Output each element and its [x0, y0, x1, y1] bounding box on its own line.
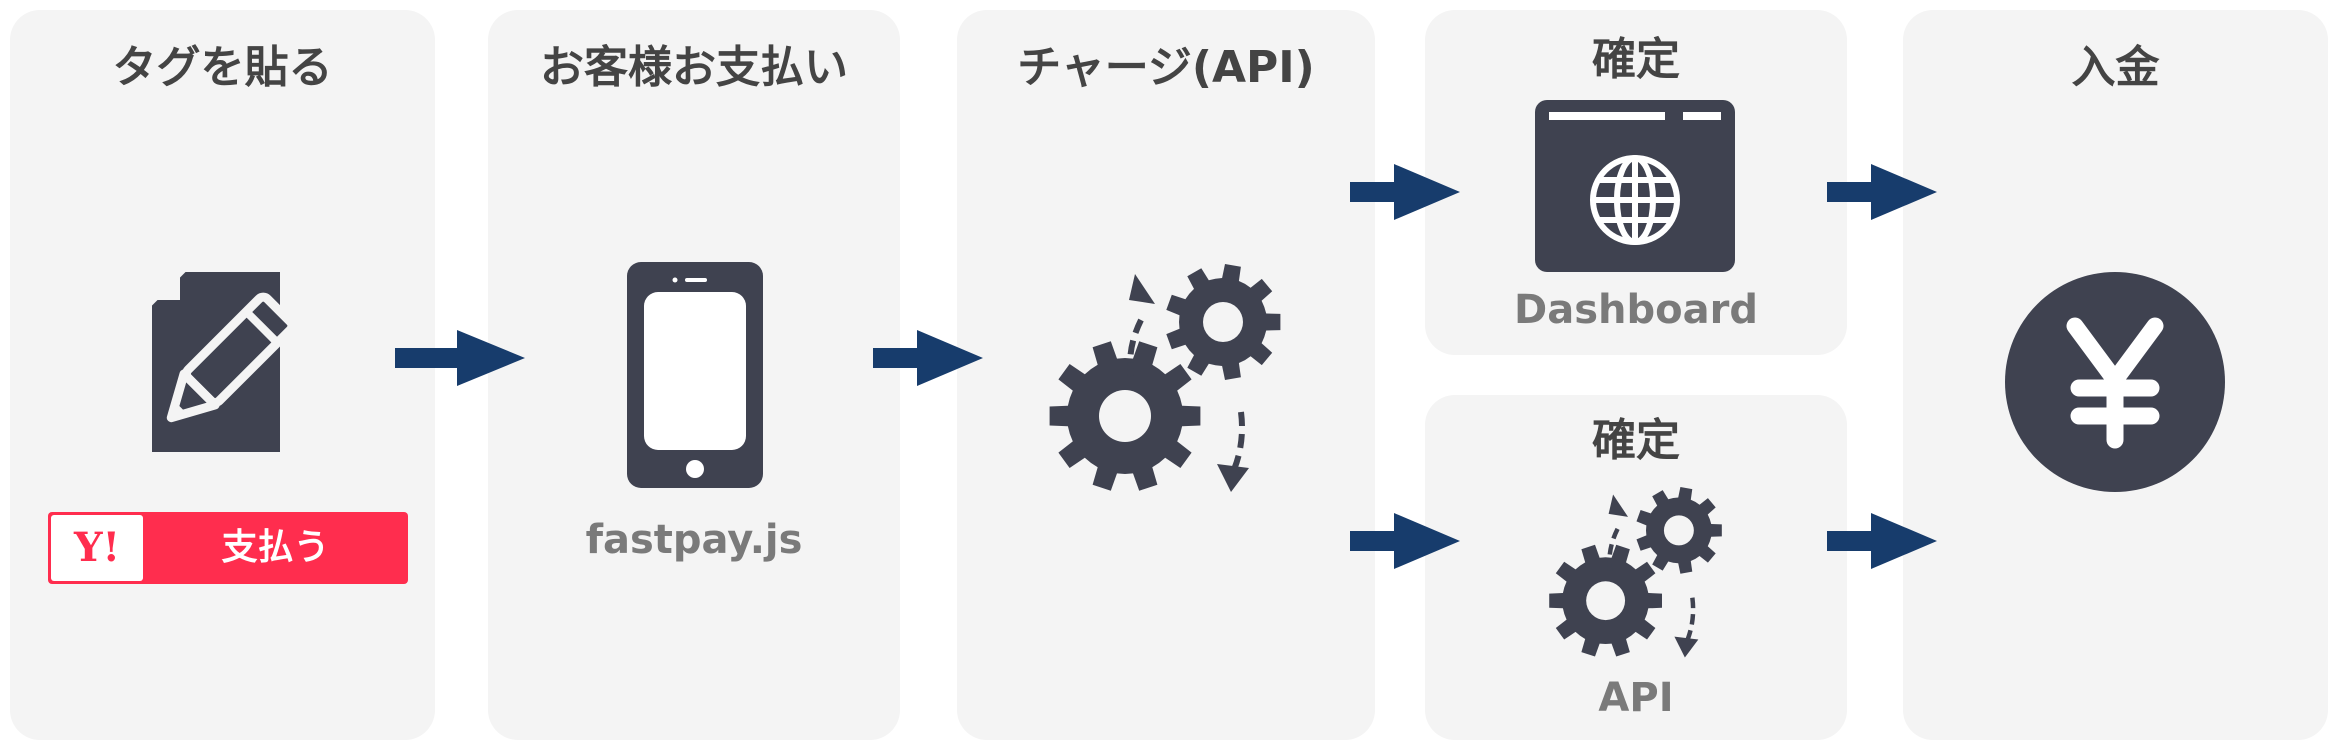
api-caption: API	[1598, 675, 1674, 721]
step-panel-confirm-dashboard: 確定 Dashboard	[1425, 10, 1847, 355]
yen-coin-icon	[2005, 272, 2225, 492]
smartphone-icon	[627, 262, 763, 488]
step-panel-payment: お客様お支払い fastpay.js	[488, 10, 900, 740]
yahoo-pay-button[interactable]: Y! 支払う	[48, 512, 408, 584]
gears-icon	[1049, 264, 1281, 492]
step-panel-charge: チャージ(API)	[957, 10, 1375, 740]
step-title-confirm-api: 確定	[1592, 415, 1680, 466]
step-title-payment: お客様お支払い	[540, 42, 848, 93]
step-title-deposit: 入金	[2071, 42, 2160, 93]
step-title-charge: チャージ(API)	[1017, 42, 1315, 93]
step-title-tag: タグを貼る	[112, 42, 333, 93]
flow-arrow-icon	[1350, 513, 1460, 569]
document-pencil-icon	[148, 268, 297, 452]
dashboard-caption: Dashboard	[1514, 287, 1758, 333]
gears-icon	[1549, 487, 1722, 658]
step-panel-confirm-api: 確定 API	[1425, 395, 1847, 740]
flow-arrow-icon	[873, 330, 983, 386]
yahoo-logo: Y!	[51, 515, 143, 581]
fastpay-js-caption: fastpay.js	[585, 517, 803, 563]
flow-arrow-icon	[395, 330, 525, 386]
step-panel-deposit: 入金	[1903, 10, 2328, 740]
flow-arrow-icon	[1827, 164, 1937, 220]
browser-globe-icon	[1535, 100, 1735, 272]
flow-arrow-icon	[1350, 164, 1460, 220]
step-panel-tag: タグを貼る Y! 支払う	[10, 10, 435, 740]
flow-arrow-icon	[1827, 513, 1937, 569]
step-title-confirm-dashboard: 確定	[1592, 34, 1680, 85]
pay-button-label: 支払う	[221, 527, 330, 568]
